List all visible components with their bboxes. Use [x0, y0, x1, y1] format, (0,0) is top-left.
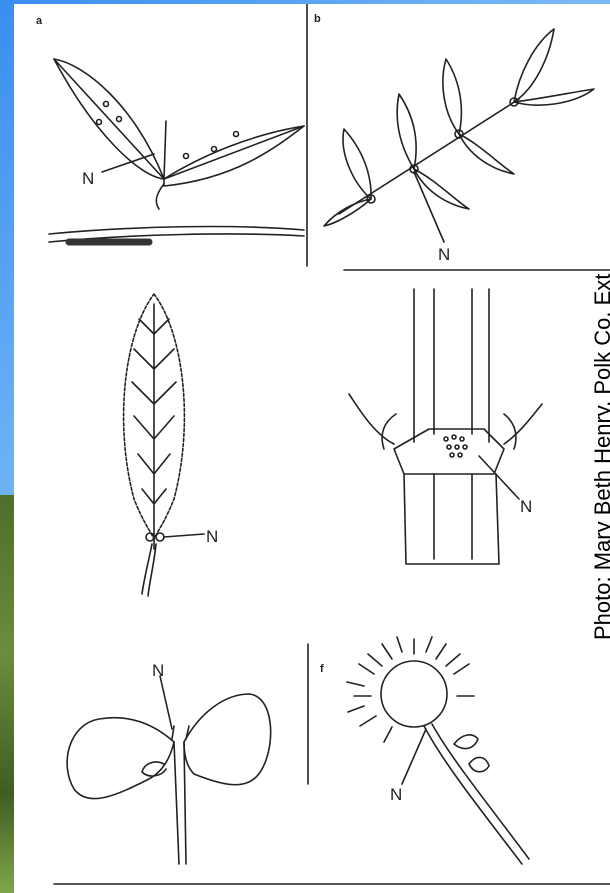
nectary-label-e: N: [152, 661, 164, 680]
panel-c-drawing: [124, 294, 204, 596]
nectary-label-c: N: [206, 527, 218, 546]
nectary-label-f: N: [390, 785, 402, 804]
panel-letter-b: b: [314, 13, 321, 25]
panel-dividers: [54, 4, 610, 884]
nectary-label-d: N: [520, 497, 532, 516]
nectary-drawings: a b f N N N N N N: [14, 4, 610, 893]
panel-d-drawing: [349, 289, 542, 564]
panel-e-drawing: [67, 676, 271, 864]
panel-letter-f: f: [320, 663, 324, 675]
panel-b-drawing: [324, 29, 594, 242]
photo-credit: Photo: Mary Beth Henry, Polk Co. Ext: [590, 274, 610, 640]
nectary-label-a: N: [82, 169, 94, 188]
panel-letter-a: a: [36, 15, 43, 27]
nectary-label-b: N: [438, 245, 450, 264]
panel-f-drawing: [347, 637, 529, 864]
panel-a-drawing: [49, 59, 304, 242]
nectary-illustration-plate: a b f N N N N N N: [14, 4, 610, 893]
